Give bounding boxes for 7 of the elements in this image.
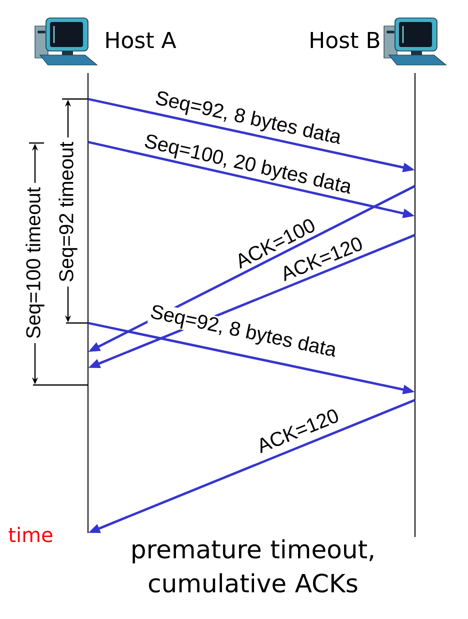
timer-label: Seq=100 timeout	[26, 187, 44, 338]
timer-label: Seq=92 timeout	[58, 142, 78, 282]
caption: premature timeout, cumulative ACKs	[132, 539, 374, 593]
host-label: Host A	[106, 32, 176, 48]
edge-label: Seq=92, 8 bytes data	[147, 302, 340, 362]
axis-label: time	[8, 526, 52, 542]
host-label: Host B	[310, 32, 380, 48]
